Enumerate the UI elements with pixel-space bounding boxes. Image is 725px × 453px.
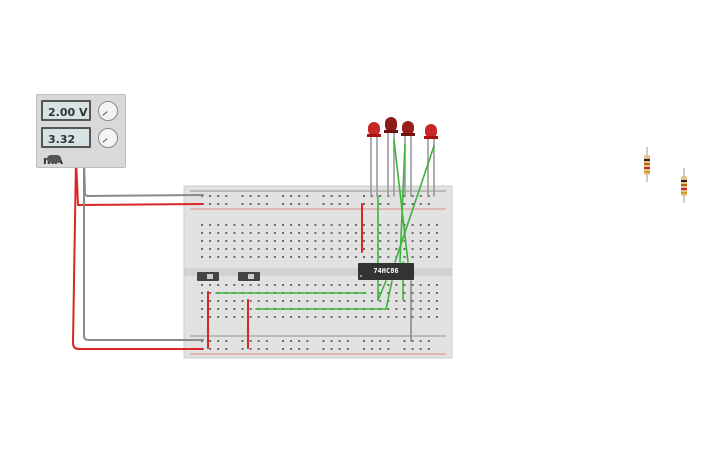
- current-display: 3.32 mA: [41, 127, 91, 167]
- ic-chip-74hc86[interactable]: 74HC86: [358, 263, 414, 280]
- breadboard-holes: [201, 195, 438, 350]
- leds[interactable]: [367, 117, 438, 139]
- resistor-icon[interactable]: [644, 147, 650, 182]
- led-icon: [401, 121, 415, 136]
- led-icon: [367, 122, 381, 137]
- voltage-display: 2.00 V: [41, 100, 91, 121]
- resistor-icon[interactable]: [681, 168, 687, 203]
- slide-switch-icon[interactable]: [197, 272, 219, 281]
- wires[interactable]: [72, 132, 435, 350]
- gray-wire-bottom-rail: [83, 158, 204, 341]
- power-supply[interactable]: 2.00 V 3.32 mA: [36, 94, 126, 168]
- slide-switch-icon[interactable]: [238, 272, 260, 281]
- power-switch[interactable]: [47, 155, 61, 163]
- red-wire-bottom-rail: [72, 158, 204, 350]
- led-icon: [424, 124, 438, 139]
- led-icon: [384, 117, 398, 133]
- current-knob-icon[interactable]: [98, 128, 118, 148]
- voltage-knob-icon[interactable]: [98, 101, 118, 121]
